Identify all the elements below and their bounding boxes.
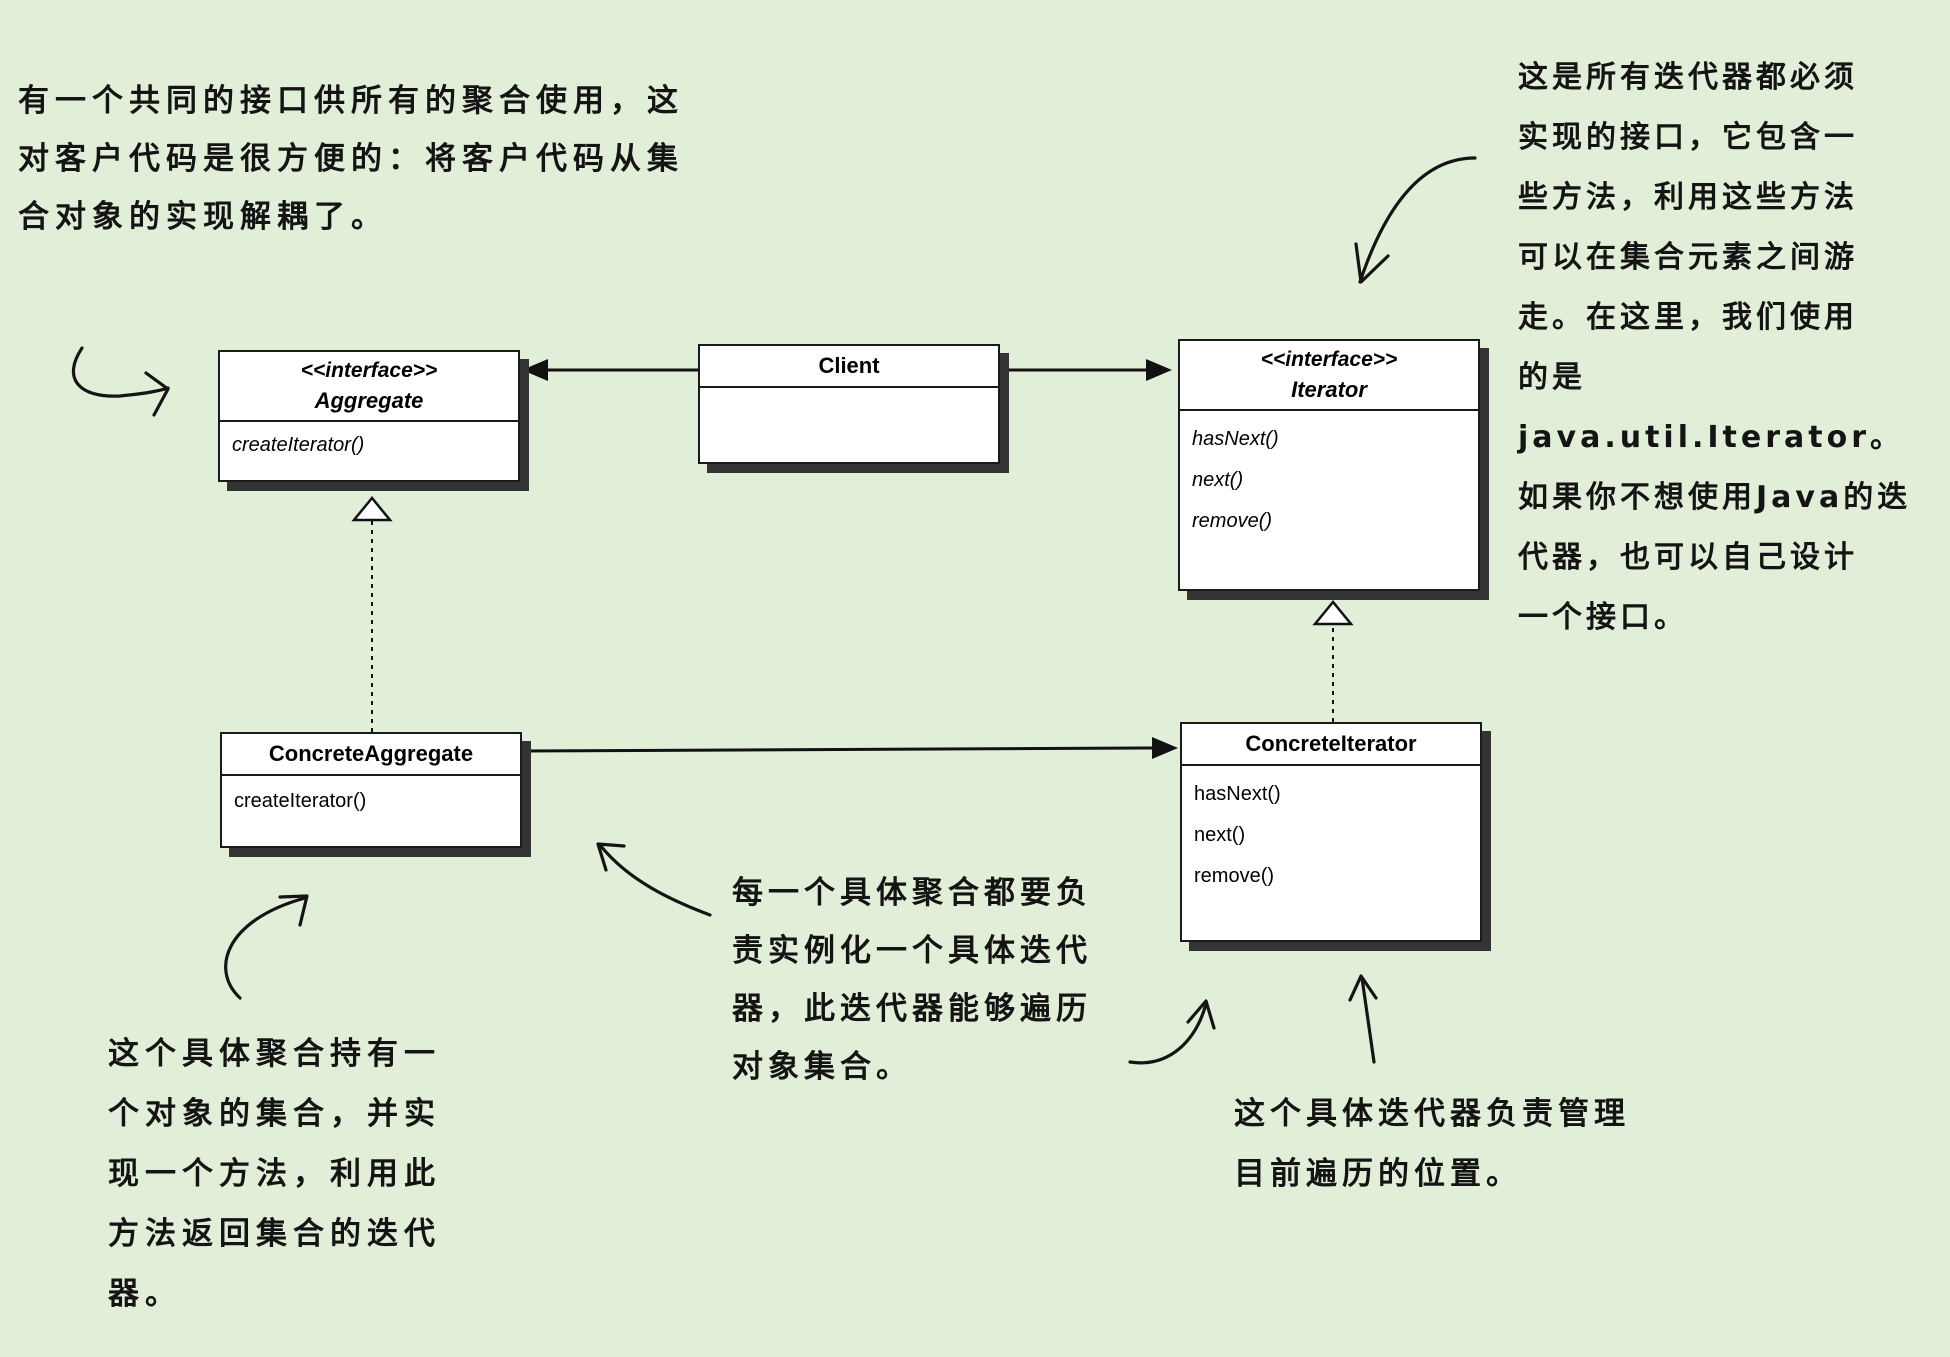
method-create-iterator: createIterator() [234,790,367,812]
iterator-note-arrow [1358,156,1477,284]
aggregate-methods: createIterator() [220,422,518,468]
method-has-next: hasNext() [1194,783,1281,805]
iterator-stereotype: <<interface>> [1260,348,1398,371]
method-remove: remove() [1192,510,1273,532]
iterator-class-box: <<interface>> Iterator hasNext() next() … [1178,339,1480,591]
client-class-name: Client [818,353,880,378]
aggregate-note-arrowhead [144,371,170,417]
concrete-iterator-note-arrow [1360,976,1376,1064]
concrete-iterator-class-name: ConcreteIterator [1245,731,1417,756]
arrowhead-aggregate [522,359,548,381]
concrete-iterator-left-arrow [1128,1002,1208,1065]
arrowhead-concrete-iterator [1152,737,1178,759]
concrete-aggregate-to-concrete-iterator-association [521,746,1156,753]
iterator-note-arrowhead [1354,242,1390,284]
aggregate-note: 有一个共同的接口供所有的聚合使用，这 对客户代码是很方便的：将客户代码从集 合对… [18,83,684,235]
concrete-aggregate-note: 这个具体聚合持有一 个对象的集合，并实 现一个方法，利用此 方法返回集合的迭代 … [108,1036,441,1312]
aggregate-class-name: Aggregate [314,388,424,413]
concrete-aggregate-class-name: ConcreteAggregate [268,741,474,766]
concrete-aggregate-note-arrowhead [278,894,309,927]
aggregate-realization-triangle [351,496,393,522]
method-has-next: hasNext() [1192,428,1279,450]
iterator-class-name: Iterator [1291,377,1367,402]
iterator-class-header: <<interface>> Iterator [1180,341,1478,411]
create-note-arrowhead [596,842,626,872]
concrete-iterator-note: 这个具体迭代器负责管理 目前遍历的位置。 [1234,1096,1630,1192]
iterator-realization-triangle [1312,600,1354,626]
method-next: next() [1194,824,1246,846]
iterator-note: 这是所有迭代器都必须 实现的接口，它包含一 些方法，利用这些方法 可以在集合元素… [1518,60,1912,635]
aggregate-stereotype: <<interface>> [300,359,438,382]
concrete-iterator-class-box: ConcreteIterator hasNext() next() remove… [1180,722,1482,942]
client-class-box: Client [698,344,1000,464]
concrete-aggregate-class-box: ConcreteAggregate createIterator() [220,732,522,848]
client-methods [700,388,998,404]
concrete-iterator-left-arrowhead [1186,999,1216,1030]
aggregate-class-box: <<interface>> Aggregate createIterator() [218,350,520,482]
iterator-methods: hasNext() next() remove() [1180,411,1478,550]
concrete-aggregate-methods: createIterator() [222,776,520,826]
create-note: 每一个具体聚合都要负 责实例化一个具体迭代 器，此迭代器能够遍历 对象集合。 [732,875,1092,1085]
concrete-iterator-methods: hasNext() next() remove() [1182,766,1480,905]
concrete-iterator-note-arrowhead [1348,974,1378,1002]
method-create-iterator: createIterator() [232,434,365,456]
create-note-arrow [598,843,712,917]
aggregate-note-arrow [71,346,170,398]
method-remove: remove() [1194,865,1275,887]
method-next: next() [1192,469,1244,491]
arrowhead-iterator [1146,359,1172,381]
client-class-header: Client [700,346,998,388]
concrete-iterator-class-header: ConcreteIterator [1182,724,1480,766]
aggregate-class-header: <<interface>> Aggregate [220,352,518,422]
concrete-aggregate-class-header: ConcreteAggregate [222,734,520,776]
concrete-aggregate-note-arrow [224,896,307,1000]
